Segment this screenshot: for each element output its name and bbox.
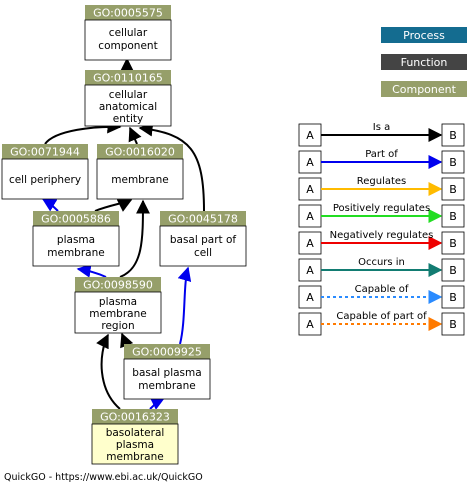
- legend-row: A Part of B: [298, 149, 465, 174]
- node-label-line: cellular: [109, 27, 148, 39]
- legend-box-b: [441, 204, 465, 228]
- legend-box-b: [441, 150, 465, 174]
- node-label-line: membrane: [106, 451, 163, 463]
- legend-box-a-label: A: [306, 264, 314, 277]
- legend-box-b-label: B: [449, 291, 457, 304]
- node-label-line: basolateral: [106, 427, 165, 439]
- legend-row: A Occurs in B: [298, 257, 465, 282]
- edge-is-a-45178-to-110165: [138, 122, 205, 212]
- legend-box-b: [441, 258, 465, 282]
- node-label-line: cell: [194, 247, 212, 259]
- node-label-line: plasma: [116, 439, 154, 451]
- legend-box-a-label: A: [306, 291, 314, 304]
- node-go-0045178[interactable]: GO:0045178 basal part of cell: [159, 211, 247, 267]
- legend-box-a-label: A: [306, 210, 314, 223]
- legend-box-a-label: A: [306, 318, 314, 331]
- legend-label: Is a: [373, 122, 390, 133]
- node-label-line: cellular: [109, 89, 148, 101]
- legend-row: A Capable of part of B: [298, 311, 465, 336]
- node-label-line: region: [101, 320, 134, 332]
- node-id: GO:0005886: [41, 213, 111, 226]
- legend-box-b: [441, 177, 465, 201]
- node-go-0016323[interactable]: GO:0016323 basolateral plasma membrane: [91, 409, 179, 465]
- node-id: GO:0098590: [83, 279, 153, 292]
- node-label-line: membrane: [47, 247, 104, 259]
- node-go-0009925[interactable]: GO:0009925 basal plasma membrane: [123, 344, 211, 400]
- legend-label: Capable of part of: [336, 311, 427, 322]
- relation-edges: [41, 57, 205, 410]
- node-label-line: plasma: [99, 296, 137, 308]
- legend-label: Capable of: [355, 284, 409, 295]
- badge-process: Process: [381, 27, 467, 43]
- svg-text:Process: Process: [403, 29, 445, 42]
- node-label-line: anatomical: [99, 101, 157, 113]
- legend-label: Negatively regulates: [330, 230, 434, 241]
- legend-box-b-label: B: [449, 237, 457, 250]
- node-go-0098590[interactable]: GO:0098590 plasma membrane region: [74, 277, 162, 334]
- node-label-line: membrane: [138, 380, 195, 392]
- legend-label: Occurs in: [358, 257, 405, 268]
- legend-label: Part of: [365, 149, 398, 160]
- svg-text:Function: Function: [401, 56, 448, 69]
- legend-box-b: [441, 312, 465, 336]
- node-go-0005886[interactable]: GO:0005886 plasma membrane: [32, 211, 120, 267]
- legend-box-a-label: A: [306, 156, 314, 169]
- legend-label: Regulates: [357, 176, 407, 187]
- node-label-line: membrane: [111, 174, 168, 186]
- legend-box-b-label: B: [449, 264, 457, 277]
- legend-label: Positively regulates: [333, 203, 430, 214]
- edge-is-a-16323-to-98590: [96, 333, 121, 410]
- node-label-line: membrane: [89, 308, 146, 320]
- legend-box-a-label: A: [306, 183, 314, 196]
- node-go-0071944[interactable]: GO:0071944 cell periphery: [1, 144, 89, 200]
- legend-box-b-label: B: [449, 156, 457, 169]
- node-label-line: plasma: [57, 234, 95, 246]
- node-id: GO:0016323: [100, 411, 170, 424]
- legend-box-b-label: B: [449, 183, 457, 196]
- edge-part-of-16323-to-9925: [149, 397, 166, 410]
- node-label-line: cell periphery: [9, 174, 81, 186]
- legend-box-b: [441, 285, 465, 309]
- edge-part-of-5886-to-71944: [41, 198, 59, 212]
- legend-box-a-label: A: [306, 237, 314, 250]
- node-label-line: basal part of: [170, 234, 237, 246]
- legend-row: A Is a B: [298, 122, 465, 147]
- edge-part-of-9925-to-45178: [177, 266, 192, 345]
- node-id: GO:0110165: [93, 72, 163, 85]
- legend-box-b-label: B: [449, 210, 457, 223]
- node-label-line: entity: [113, 113, 143, 125]
- edge-is-a-9925-to-98590: [120, 332, 134, 349]
- legend-box-b: [441, 231, 465, 255]
- node-id: GO:0016020: [105, 146, 175, 159]
- node-id: GO:0005575: [93, 7, 163, 20]
- node-label-line: basal plasma: [132, 367, 201, 379]
- footer-credit: QuickGO - https://www.ebi.ac.uk/QuickGO: [4, 472, 203, 483]
- node-go-0005575[interactable]: GO:0005575 cellular component: [84, 5, 172, 61]
- badge-function: Function: [381, 54, 467, 70]
- edge-part-of-98590-to-5886: [76, 263, 107, 278]
- badge-component: Component: [381, 81, 467, 97]
- node-go-0110165[interactable]: GO:0110165 cellular anatomical entity: [84, 70, 172, 127]
- node-id: GO:0045178: [168, 213, 238, 226]
- legend-box-b-label: B: [449, 318, 457, 331]
- legend-box-b-label: B: [449, 129, 457, 142]
- node-label-line: component: [98, 40, 157, 52]
- node-id: GO:0071944: [10, 146, 80, 159]
- svg-text:Component: Component: [392, 83, 457, 96]
- legend-box-a-label: A: [306, 129, 314, 142]
- legend-row: A Capable of B: [298, 284, 465, 309]
- edge-is-a-71944-to-110165: [44, 119, 122, 145]
- node-go-0016020[interactable]: GO:0016020 membrane: [96, 144, 184, 200]
- edge-is-a-98590-to-16020: [119, 199, 150, 278]
- node-id: GO:0009925: [132, 346, 202, 359]
- edge-is-a-5886-to-16020: [94, 199, 133, 212]
- legend-box-b: [441, 123, 465, 147]
- edge-is-a-16020-to-110165: [128, 126, 142, 145]
- aspect-badges: Process Function Component: [381, 27, 467, 97]
